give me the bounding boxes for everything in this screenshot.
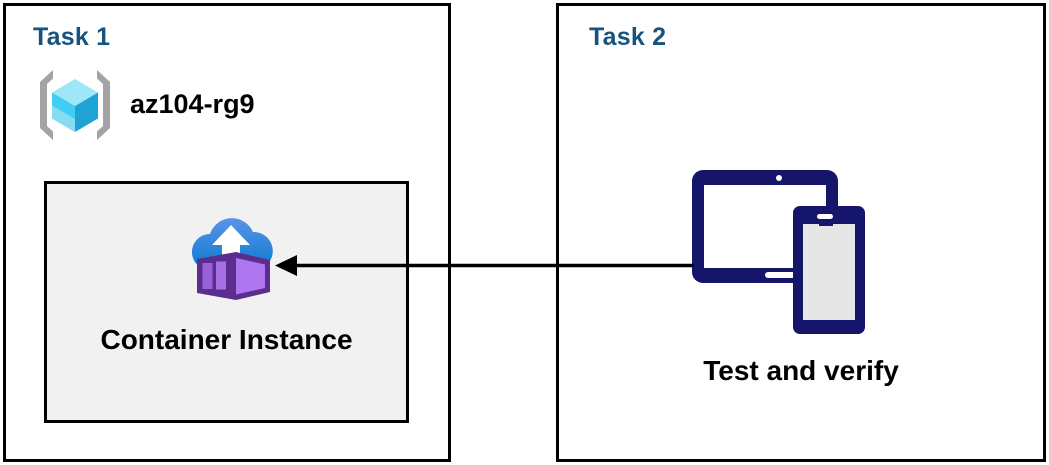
task-1-title: Task 1: [33, 23, 111, 51]
azure-resource-group-icon: [34, 66, 116, 144]
container-instance-label: Container Instance: [100, 324, 353, 355]
panel-task-2: Task 2 Test and verify: [556, 3, 1046, 462]
resource-group-label: az104-rg9: [130, 88, 255, 119]
panel-task-1: Task 1 az104-rg9: [3, 3, 451, 462]
task-2-title: Task 2: [589, 23, 667, 51]
container-instance-card: Container Instance: [44, 181, 409, 423]
resource-group-row: az104-rg9: [34, 66, 255, 144]
test-and-verify-label: Test and verify: [703, 355, 899, 386]
